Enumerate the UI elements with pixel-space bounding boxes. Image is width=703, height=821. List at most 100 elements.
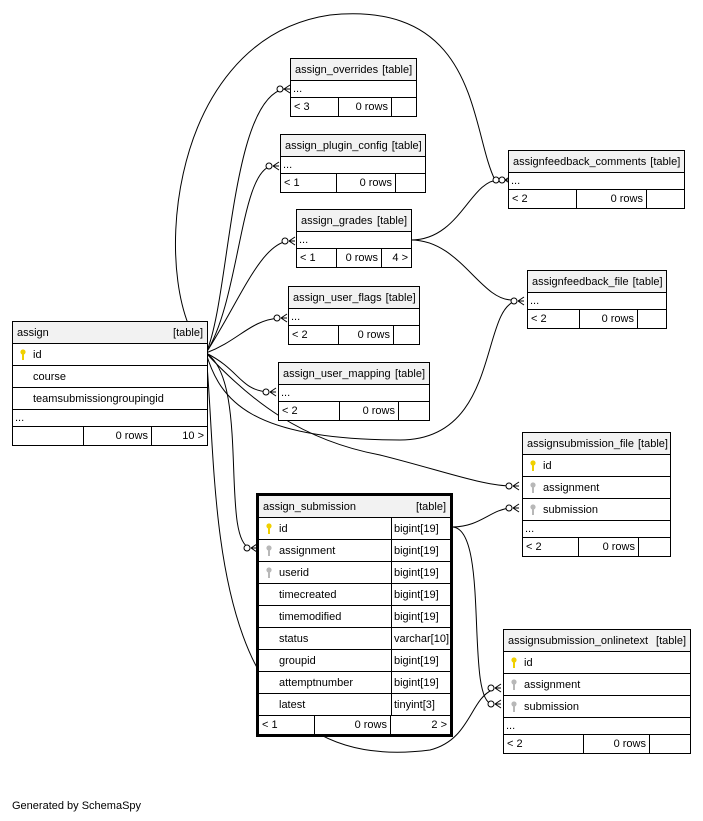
more-columns: ... [281, 157, 425, 174]
column-row[interactable]: userid bigint[19] [259, 562, 450, 584]
column-row[interactable]: submission [504, 696, 690, 718]
table-tag: [table] [391, 140, 422, 152]
column-name: status [279, 633, 309, 645]
table-header[interactable]: assign_overrides[table] [291, 59, 416, 81]
primary-key-icon [20, 349, 26, 360]
table-tag: [table] [395, 368, 425, 380]
edge-submission-to-file [451, 507, 511, 528]
column-row[interactable]: latest tinyint[3] [259, 694, 450, 716]
table-assignsubmission-file[interactable]: assignsubmission_file[table] id assignme… [522, 432, 671, 557]
table-assign-user-mapping[interactable]: assign_user_mapping[table] ... < 2 0 row… [278, 362, 430, 421]
column-row[interactable]: groupid bigint[19] [259, 650, 450, 672]
foreign-key-icon [266, 545, 272, 556]
row-count: 0 rows [84, 427, 152, 445]
column-name: assignment [279, 545, 336, 557]
more-columns: ... [13, 410, 207, 427]
edge-end-circle [505, 504, 513, 512]
column-name: assignment [543, 482, 600, 494]
row-count: 0 rows [584, 735, 650, 753]
table-assignfeedback-file[interactable]: assignfeedback_file[table] ... < 2 0 row… [527, 270, 667, 329]
crowfoot-mark [517, 296, 525, 306]
table-assign-submission[interactable]: assign_submission[table] id bigint[19] a… [256, 493, 453, 737]
table-name: assign_grades [301, 215, 373, 227]
column-row[interactable]: teamsubmissiongroupingid [13, 388, 207, 410]
column-type: bigint[19] [391, 606, 439, 627]
table-assignfeedback-comments[interactable]: assignfeedback_comments[table] ... < 2 0… [508, 150, 685, 209]
column-row[interactable]: assignment bigint[19] [259, 540, 450, 562]
column-row[interactable]: timecreated bigint[19] [259, 584, 450, 606]
edge-end-circle [262, 388, 270, 396]
crowfoot-mark [280, 313, 288, 323]
column-row[interactable]: id [523, 455, 670, 477]
column-row[interactable]: assignment [504, 674, 690, 696]
child-count [399, 402, 429, 420]
table-footer: < 1 0 rows [281, 174, 425, 192]
column-row[interactable]: timemodified bigint[19] [259, 606, 450, 628]
edge-assign-plugin-config-fk [205, 165, 273, 354]
table-header[interactable]: assignsubmission_file[table] [523, 433, 670, 455]
table-name: assignfeedback_comments [513, 156, 647, 168]
row-count: 0 rows [315, 716, 391, 734]
child-count: 2 > [431, 719, 447, 731]
table-name: assign_user_flags [293, 292, 382, 304]
edge-end-circle [487, 684, 495, 692]
table-footer: < 2 0 rows [509, 190, 684, 208]
parent-count: < 2 [528, 310, 580, 328]
table-assign-grades[interactable]: assign_grades[table] ... < 1 0 rows 4 > [296, 209, 412, 268]
column-row[interactable]: id [13, 344, 207, 366]
row-count: 0 rows [339, 98, 392, 116]
table-tag: [table] [632, 276, 663, 288]
table-footer: < 2 0 rows [289, 326, 419, 344]
row-count: 0 rows [580, 310, 638, 328]
child-count: 10 > [182, 430, 204, 442]
child-count [638, 310, 666, 328]
table-header[interactable]: assign_grades[table] [297, 210, 411, 232]
table-assign-overrides[interactable]: assign_overrides[table] ... < 3 0 rows [290, 58, 417, 117]
table-header[interactable]: assign_submission[table] [259, 496, 450, 518]
column-name: id [543, 460, 552, 472]
column-name: id [524, 657, 533, 669]
edge-end-circle [281, 237, 289, 245]
column-name: id [279, 523, 288, 535]
table-footer: < 1 0 rows 2 > [259, 716, 450, 734]
parent-count: < 2 [279, 402, 340, 420]
edge-end-circle [273, 314, 281, 322]
table-header[interactable]: assignsubmission_onlinetext[table] [504, 630, 690, 652]
table-header[interactable]: assignfeedback_comments[table] [509, 151, 684, 173]
table-assign-user-flags[interactable]: assign_user_flags[table] ... < 2 0 rows [288, 286, 420, 345]
parent-count: < 2 [504, 735, 584, 753]
edge-grades-to-feedback-comments [410, 179, 500, 241]
column-row[interactable]: assignment [523, 477, 670, 499]
table-header[interactable]: assign [table] [13, 322, 207, 344]
crowfoot-mark [272, 161, 280, 171]
column-row[interactable]: id bigint[19] [259, 518, 450, 540]
column-name: id [33, 349, 42, 361]
table-header[interactable]: assignfeedback_file[table] [528, 271, 666, 293]
column-row[interactable]: id [504, 652, 690, 674]
table-tag: [table] [416, 501, 446, 513]
table-name: assign_user_mapping [283, 368, 391, 380]
table-tag: [table] [173, 327, 203, 339]
table-tag: [table] [382, 64, 413, 76]
row-count: 0 rows [340, 402, 399, 420]
table-assignsubmission-onlinetext[interactable]: assignsubmission_onlinetext[table] id as… [503, 629, 691, 754]
column-row[interactable]: status varchar[10] [259, 628, 450, 650]
column-type: varchar[10] [391, 628, 449, 649]
edge-assign-user-flags-fk [205, 317, 281, 354]
table-assign[interactable]: assign [table] id course teamsubmissiong… [12, 321, 208, 446]
column-row[interactable]: attemptnumber bigint[19] [259, 672, 450, 694]
table-header[interactable]: assign_user_mapping [table] [279, 363, 429, 385]
column-row[interactable]: submission [523, 499, 670, 521]
row-count: 0 rows [337, 174, 396, 192]
table-assign-plugin-config[interactable]: assign_plugin_config[table] ... < 1 0 ro… [280, 134, 426, 193]
table-tag: [table] [638, 438, 668, 450]
table-header[interactable]: assign_user_flags[table] [289, 287, 419, 309]
column-name: assignment [524, 679, 581, 691]
table-name: assignfeedback_file [532, 276, 629, 288]
edge-end-circle [498, 176, 506, 184]
table-footer: < 3 0 rows [291, 98, 416, 116]
table-footer: 0 rows 10 > [13, 427, 207, 445]
table-header[interactable]: assign_plugin_config[table] [281, 135, 425, 157]
parent-count: < 1 [281, 174, 337, 192]
column-row[interactable]: course [13, 366, 207, 388]
